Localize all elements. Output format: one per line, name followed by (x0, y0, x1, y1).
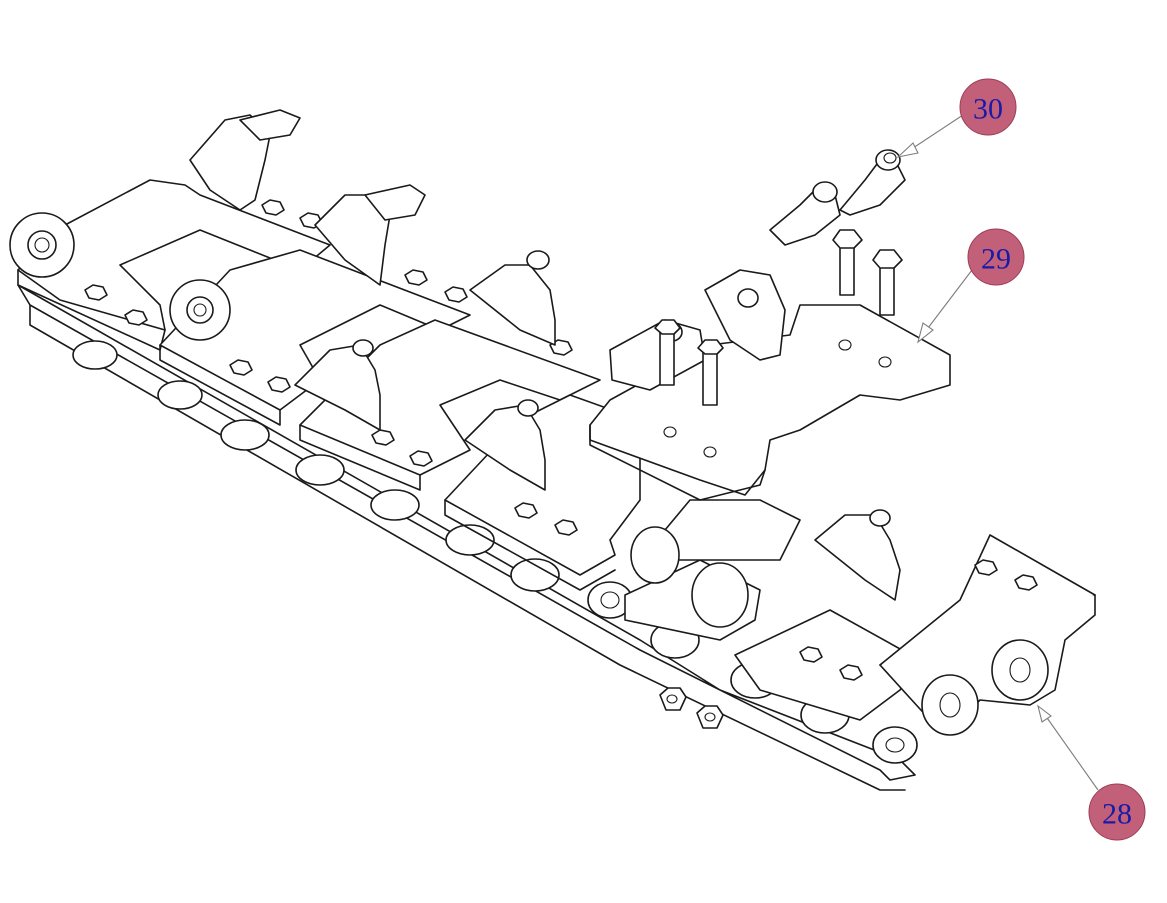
pick-teeth (189, 109, 901, 601)
callout-30: 30 (959, 78, 1017, 136)
leader-28 (1044, 714, 1099, 791)
loose-nuts (659, 687, 724, 729)
leader-29 (927, 269, 973, 329)
callout-28-label: 28 (1102, 798, 1132, 831)
leader-lines (896, 114, 1099, 791)
callout-30-label: 30 (973, 93, 1003, 126)
front-links (624, 499, 1096, 736)
callout-29-label: 29 (981, 243, 1011, 276)
loose-bolts (832, 229, 903, 316)
loose-pick-teeth (769, 149, 906, 246)
end-rollers (9, 212, 231, 341)
callout-29: 29 (967, 228, 1025, 286)
leader-30 (909, 114, 964, 151)
plate-bolt-heads (84, 199, 578, 536)
callout-28: 28 (1088, 783, 1146, 841)
mount-plate (589, 269, 951, 501)
